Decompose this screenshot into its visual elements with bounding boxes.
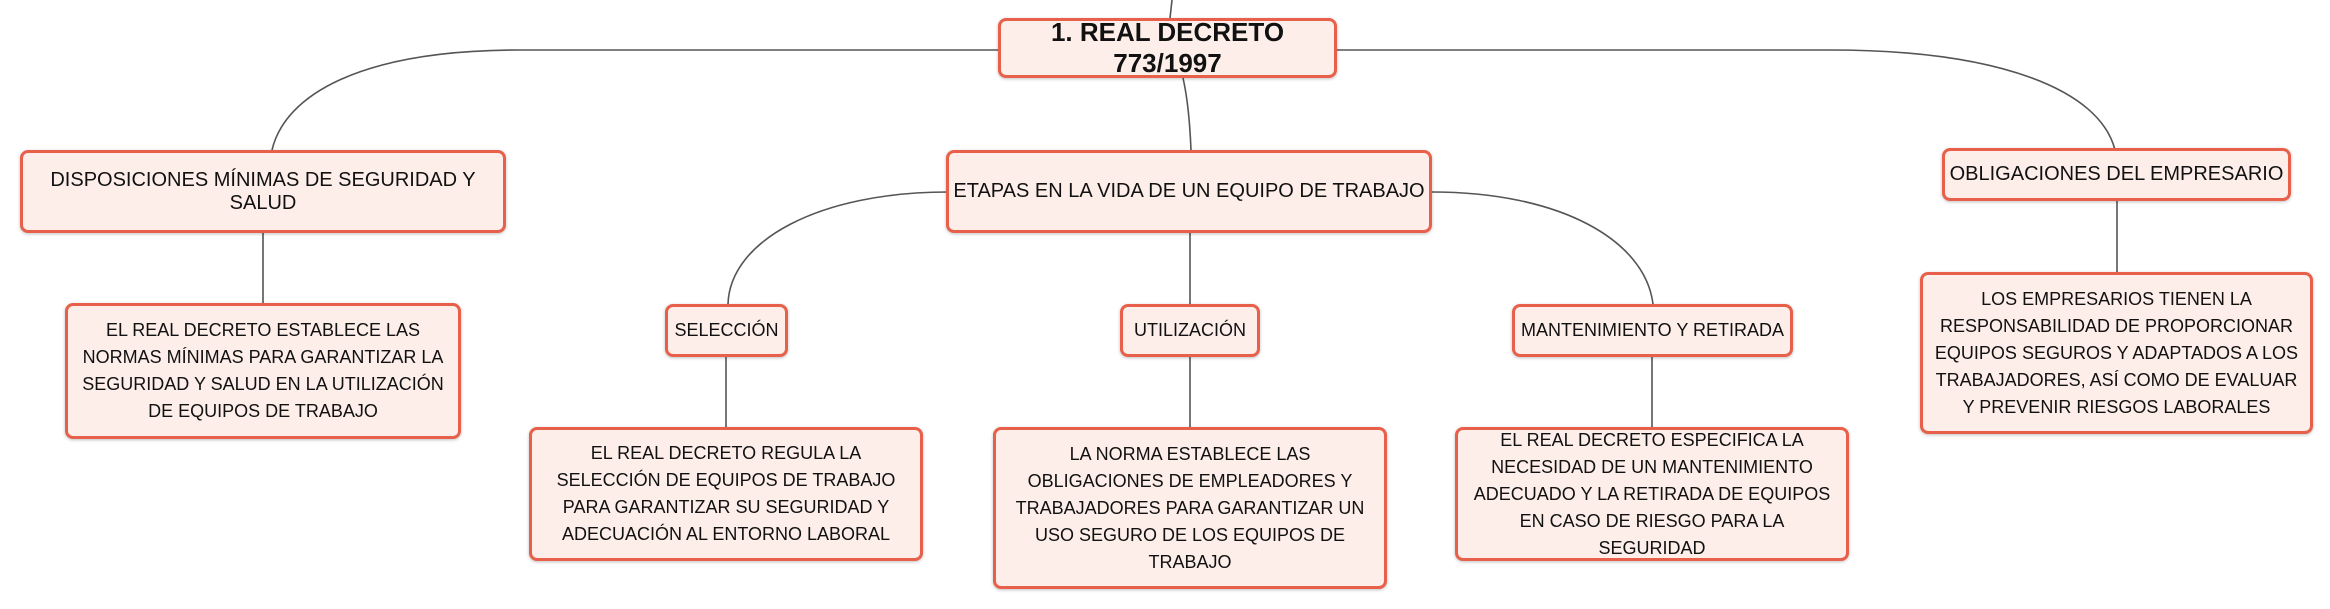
detail-seleccion-text: EL REAL DECRETO REGULA LA SELECCIÓN DE E… [556, 443, 896, 544]
connector-etapas-seleccion [727, 191, 949, 305]
topic-obligaciones[interactable]: OBLIGACIONES DEL EMPRESARIO [1942, 148, 2291, 201]
topic-utilizacion[interactable]: UTILIZACIÓN [1120, 304, 1260, 357]
topic-disposiciones[interactable]: DISPOSICIONES MÍNIMAS DE SEGURIDAD Y SAL… [20, 150, 506, 233]
connector-root-obligaciones [1337, 49, 2116, 151]
topic-mantenimiento[interactable]: MANTENIMIENTO Y RETIRADA [1512, 304, 1793, 357]
topic-seleccion[interactable]: SELECCIÓN [665, 304, 788, 357]
detail-seleccion[interactable]: EL REAL DECRETO REGULA LA SELECCIÓN DE E… [529, 427, 923, 561]
topic-etapas[interactable]: ETAPAS EN LA VIDA DE UN EQUIPO DE TRABAJ… [946, 150, 1432, 233]
detail-disposiciones[interactable]: EL REAL DECRETO ESTABLECE LAS NORMAS MÍN… [65, 303, 461, 439]
detail-mantenimiento-text: EL REAL DECRETO ESPECIFICA LA NECESIDAD … [1473, 429, 1831, 558]
topic-utilizacion-label: UTILIZACIÓN [1133, 320, 1246, 340]
connector-root-parent [1169, 0, 1173, 19]
detail-utilizacion[interactable]: LA NORMA ESTABLECE LAS OBLIGACIONES DE E… [993, 427, 1387, 589]
root-topic-node[interactable]: 1. REAL DECRETO 773/1997 [998, 17, 1337, 78]
connector-etapas-mantenimiento [1431, 191, 1654, 305]
connector-root-etapas [1182, 77, 1192, 151]
topic-mantenimiento-label: MANTENIMIENTO Y RETIRADA [1520, 320, 1785, 340]
detail-mantenimiento[interactable]: EL REAL DECRETO ESPECIFICA LA NECESIDAD … [1455, 427, 1849, 561]
topic-seleccion-label: SELECCIÓN [674, 320, 779, 340]
detail-disposiciones-text: EL REAL DECRETO ESTABLECE LAS NORMAS MÍN… [82, 320, 444, 421]
root-topic-label: 1. REAL DECRETO 773/1997 [1050, 17, 1285, 78]
topic-etapas-label: ETAPAS EN LA VIDA DE UN EQUIPO DE TRABAJ… [953, 180, 1425, 202]
detail-obligaciones-text: LOS EMPRESARIOS TIENEN LA RESPONSABILIDA… [1934, 288, 2299, 417]
detail-obligaciones[interactable]: LOS EMPRESARIOS TIENEN LA RESPONSABILIDA… [1920, 272, 2313, 434]
detail-utilizacion-text: LA NORMA ESTABLECE LAS OBLIGACIONES DE E… [1015, 443, 1365, 572]
topic-obligaciones-label: OBLIGACIONES DEL EMPRESARIO [1949, 163, 2284, 185]
connector-root-disposiciones [271, 49, 998, 151]
topic-disposiciones-label: DISPOSICIONES MÍNIMAS DE SEGURIDAD Y SAL… [50, 168, 476, 214]
